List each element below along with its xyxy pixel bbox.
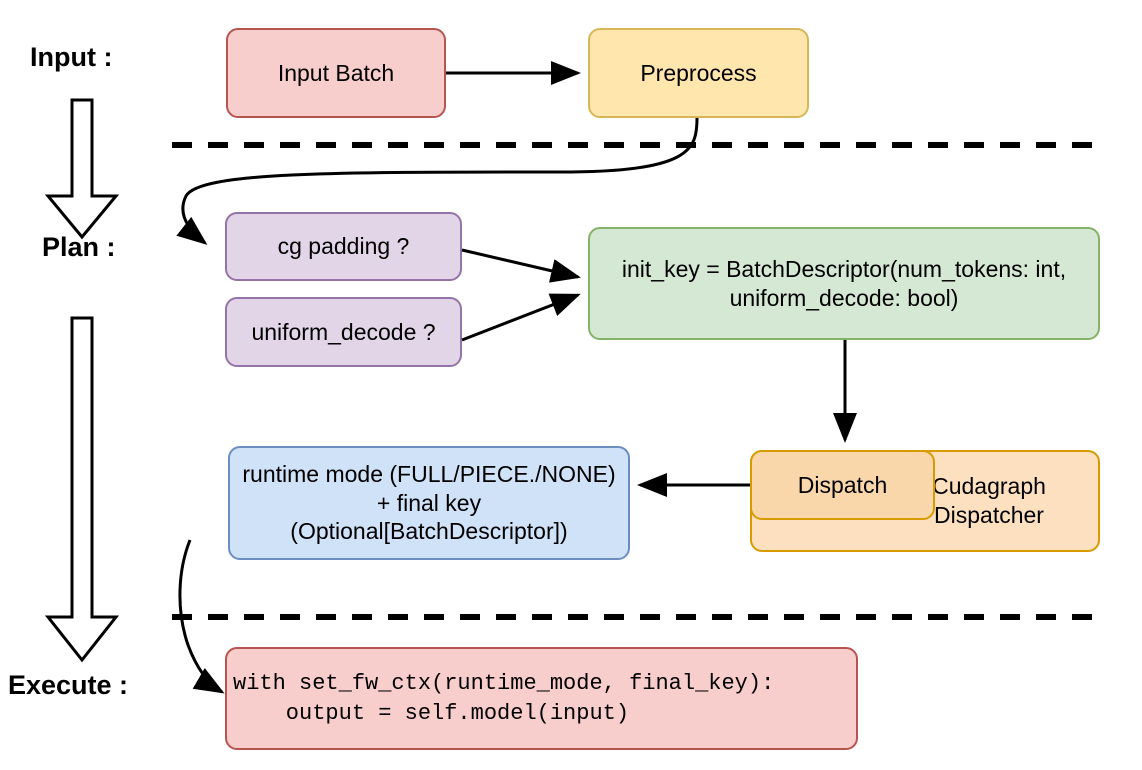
node-runtime-mode-line1: runtime mode (FULL/PIECE./NONE)	[242, 460, 616, 487]
node-runtime-mode[interactable]: runtime mode (FULL/PIECE./NONE) + final …	[228, 446, 630, 560]
stage-label-input: Input :	[30, 42, 113, 72]
node-input-batch[interactable]: Input Batch	[226, 28, 446, 118]
node-init-key-line1: init_key = BatchDescriptor(num_tokens: i…	[621, 255, 1067, 282]
edge-uniform-decode-to-init-key	[461, 293, 581, 342]
node-runtime-mode-line2: + final key (Optional[BatchDescriptor])	[290, 489, 568, 545]
node-dispatch[interactable]: Dispatch	[750, 450, 935, 520]
node-cudagraph-dispatcher-line1: Cudagraph	[932, 473, 1046, 500]
edge-runtime-mode-to-execute	[178, 539, 225, 694]
node-uniform-decode[interactable]: uniform_decode ?	[225, 297, 462, 367]
node-preprocess[interactable]: Preprocess	[588, 28, 809, 118]
code-line-2: output = self.model(input)	[233, 700, 630, 726]
stage-arrow-input-to-plan	[44, 98, 120, 240]
node-cg-padding[interactable]: cg padding ?	[225, 212, 462, 281]
stage-label-execute: Execute :	[8, 670, 129, 700]
stage-label-plan: Plan :	[42, 232, 116, 262]
code-line-1: with set_fw_ctx(runtime_mode, final_key)…	[233, 670, 775, 696]
node-cudagraph-dispatcher-line2: Dispatcher	[934, 502, 1044, 528]
node-init-key[interactable]: init_key = BatchDescriptor(num_tokens: i…	[588, 227, 1100, 340]
stage-arrow-plan-to-execute	[44, 316, 120, 663]
node-init-key-line2: uniform_decode: bool)	[729, 284, 959, 311]
node-execute-code[interactable]: with set_fw_ctx(runtime_mode, final_key)…	[225, 647, 858, 750]
edge-cg-padding-to-init-key	[461, 248, 581, 283]
